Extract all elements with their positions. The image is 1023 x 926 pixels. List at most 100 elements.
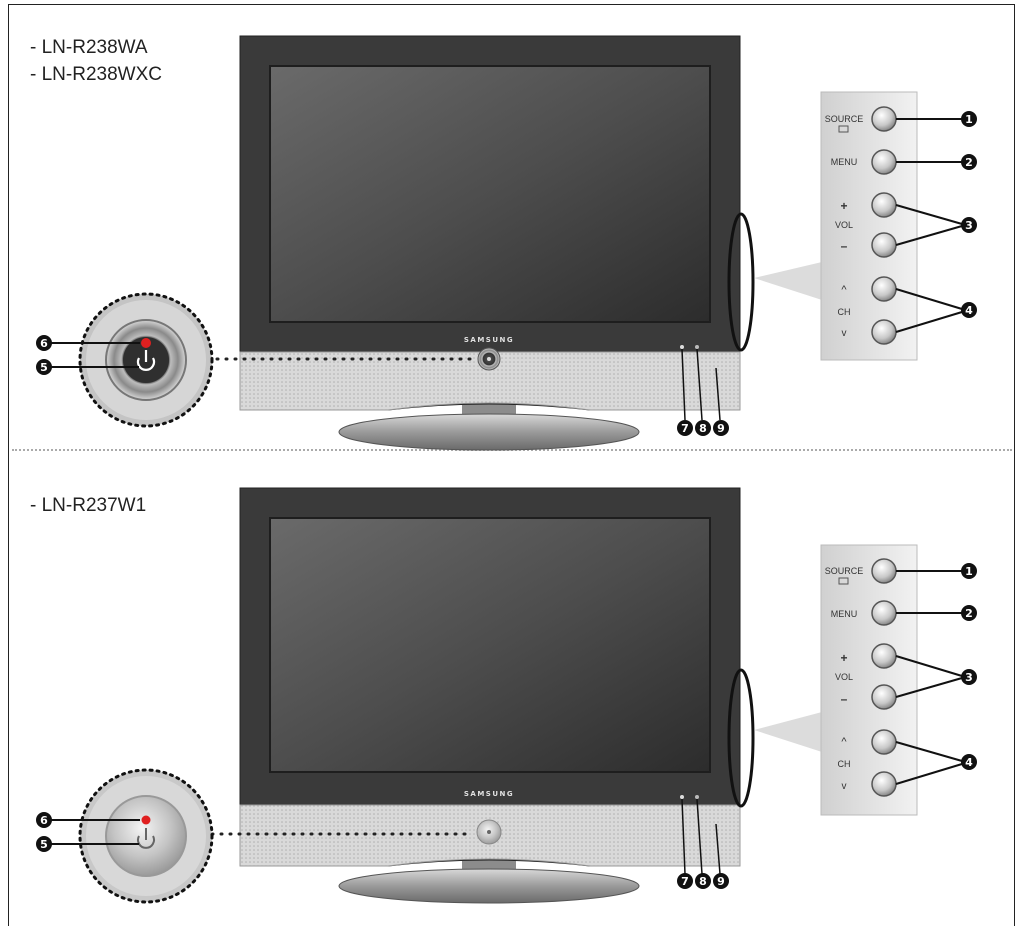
callouts-bottom: 1 2 3 4 5 6 7 8 9	[36, 563, 977, 889]
leader-3a	[895, 204, 963, 225]
stand-base	[338, 868, 640, 904]
leader-9	[715, 823, 721, 875]
callout-7	[677, 420, 693, 436]
side-buttons-highlight	[727, 668, 755, 808]
callout-8	[695, 420, 711, 436]
vol-plus-label: +	[840, 651, 847, 665]
source-label: SOURCE	[825, 566, 864, 576]
ch-down-label: v	[842, 781, 847, 792]
brand-logo: SAMSUNG	[464, 790, 514, 798]
leader-3a	[895, 655, 963, 677]
power-button-small-dot	[487, 830, 491, 834]
vol-minus-label: –	[841, 239, 848, 253]
menu-button[interactable]	[871, 149, 897, 175]
leader-4b	[895, 311, 963, 333]
vol-label: VOL	[835, 220, 853, 230]
brand-logo: SAMSUNG	[464, 336, 514, 344]
vol-down-button[interactable]	[871, 684, 897, 710]
power-magnifier-bottom	[50, 768, 214, 904]
light-sensor	[695, 795, 699, 799]
source-label: SOURCE	[825, 114, 864, 124]
callout-1-text: 1	[965, 565, 973, 578]
leader-7	[681, 798, 686, 875]
callout-1-text: 1	[965, 113, 973, 126]
tv-top: SAMSUNG	[206, 35, 822, 451]
callout-3	[961, 217, 977, 233]
menu-button[interactable]	[871, 600, 897, 626]
leader-8	[696, 798, 703, 875]
ch-up-label: ^	[841, 284, 847, 296]
callout-wedge	[754, 262, 822, 300]
model-list-bottom: - LN-R237W1	[30, 492, 146, 519]
callout-2-text: 2	[965, 607, 973, 620]
leader-3b	[895, 225, 963, 246]
callout-2	[961, 605, 977, 621]
callout-1	[961, 563, 977, 579]
model-name: - LN-R238WXC	[30, 64, 162, 85]
callout-1	[961, 111, 977, 127]
callout-6-text: 6	[40, 337, 48, 350]
control-panel-top: SOURCE MENU + VOL – ^ CH v	[820, 91, 963, 361]
vol-up-button[interactable]	[871, 192, 897, 218]
callout-9	[713, 420, 729, 436]
callout-9	[713, 873, 729, 889]
leader-8	[696, 348, 703, 421]
callout-5	[36, 836, 52, 852]
panel-background	[820, 544, 918, 816]
callout-7	[677, 873, 693, 889]
callout-7-text: 7	[681, 875, 689, 888]
callout-6	[36, 812, 52, 828]
vol-up-button[interactable]	[871, 643, 897, 669]
callout-4-text: 4	[965, 756, 973, 769]
callout-9-text: 9	[717, 875, 725, 888]
ch-label: CH	[838, 307, 851, 317]
side-buttons-highlight	[727, 212, 755, 352]
source-input-icon	[838, 125, 849, 133]
ch-label: CH	[838, 759, 851, 769]
callout-5-text: 5	[40, 838, 48, 851]
callout-6-text: 6	[40, 814, 48, 827]
model-name: - LN-R238WA	[30, 37, 148, 58]
source-button[interactable]	[871, 558, 897, 584]
model-name: - LN-R237W1	[30, 495, 147, 516]
callout-7-text: 7	[681, 422, 689, 435]
ch-up-button[interactable]	[871, 729, 897, 755]
vol-down-button[interactable]	[871, 232, 897, 258]
callout-3-text: 3	[965, 219, 973, 232]
leader-9	[715, 367, 721, 421]
callout-2	[961, 154, 977, 170]
power-symbol-icon	[136, 357, 156, 371]
source-button[interactable]	[871, 106, 897, 132]
vol-label: VOL	[835, 672, 853, 682]
power-button-small-dot	[487, 357, 491, 361]
control-panel-bottom: SOURCE MENU + VOL – ^ CH v	[820, 544, 963, 816]
callouts-top: 1 2 3 4 5 6 7 8 9	[36, 111, 977, 436]
callout-3	[961, 669, 977, 685]
remote-sensor	[680, 795, 684, 799]
source-input-icon	[838, 577, 849, 585]
callout-4	[961, 754, 977, 770]
callout-9-text: 9	[717, 422, 725, 435]
ch-up-button[interactable]	[871, 276, 897, 302]
ch-up-label: ^	[841, 736, 847, 748]
leader-3b	[895, 677, 963, 698]
vol-minus-label: –	[841, 692, 848, 706]
callout-2-text: 2	[965, 156, 973, 169]
callout-8-text: 8	[699, 422, 707, 435]
ch-down-label: v	[842, 328, 847, 339]
speaker-grille	[239, 351, 741, 411]
callout-4-text: 4	[965, 304, 973, 317]
leader-4b	[895, 763, 963, 785]
ch-down-button[interactable]	[871, 319, 897, 345]
callout-5	[36, 359, 52, 375]
callout-5-text: 5	[40, 361, 48, 374]
leader-7	[681, 348, 686, 421]
callout-8	[695, 873, 711, 889]
ch-down-button[interactable]	[871, 771, 897, 797]
power-magnifier-top	[50, 292, 214, 428]
callout-3-text: 3	[965, 671, 973, 684]
leader-4a	[895, 741, 963, 762]
panel-background	[820, 91, 918, 361]
